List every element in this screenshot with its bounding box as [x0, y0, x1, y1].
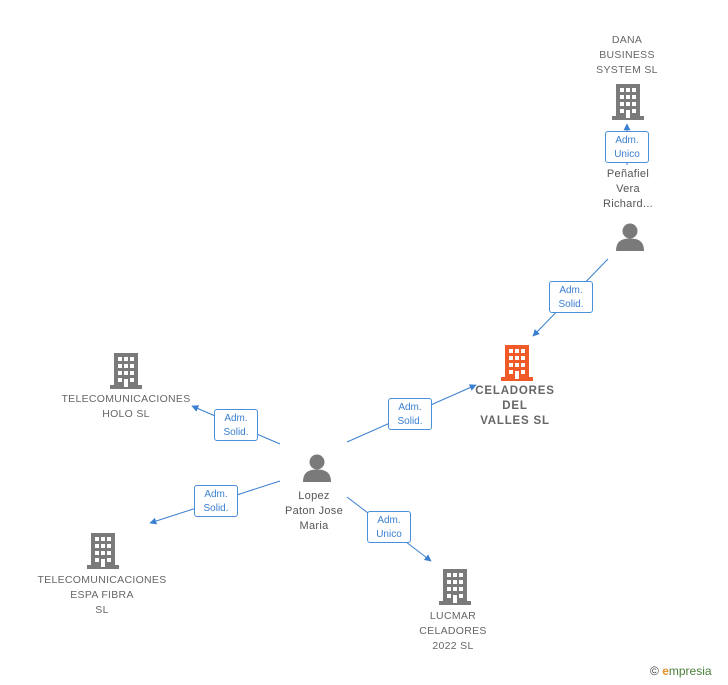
- role-badge-lopez-lucmar[interactable]: Adm. Unico: [367, 511, 411, 543]
- node-label-celadores: CELADORES DEL VALLES SL: [475, 385, 555, 427]
- brand-name: mpresia: [668, 664, 712, 678]
- role-badge-penafiel-celadores[interactable]: Adm. Solid.: [549, 281, 593, 313]
- person-icon[interactable]: [615, 222, 645, 252]
- building-icon[interactable]: [612, 84, 644, 120]
- building-icon[interactable]: [439, 569, 471, 605]
- node-label-lucmar: LUCMAR CELADORES 2022 SL: [419, 610, 487, 652]
- node-label-penafiel: Peñafiel Vera Richard...: [602, 168, 654, 210]
- building-icon[interactable]: [501, 345, 533, 381]
- node-label-holo: TELECOMUNICACIONES HOLO SL: [61, 393, 191, 420]
- brand-initial: e: [662, 664, 669, 678]
- copyright-symbol: ©: [650, 664, 659, 678]
- node-label-dana: DANA BUSINESS SYSTEM SL: [596, 34, 658, 76]
- building-icon[interactable]: [110, 353, 142, 389]
- role-badge-penafiel-dana[interactable]: Adm. Unico: [605, 131, 649, 163]
- brand-watermark: © empresia: [650, 664, 712, 678]
- person-icon[interactable]: [302, 453, 332, 483]
- role-badge-lopez-holo[interactable]: Adm. Solid.: [214, 409, 258, 441]
- building-icon[interactable]: [87, 533, 119, 569]
- node-label-espa: TELECOMUNICACIONES ESPA FIBRA SL: [37, 574, 167, 616]
- role-badge-lopez-espa[interactable]: Adm. Solid.: [194, 485, 238, 517]
- node-label-lopez: Lopez Paton Jose Maria: [284, 490, 344, 532]
- role-badge-lopez-celadores[interactable]: Adm. Solid.: [388, 398, 432, 430]
